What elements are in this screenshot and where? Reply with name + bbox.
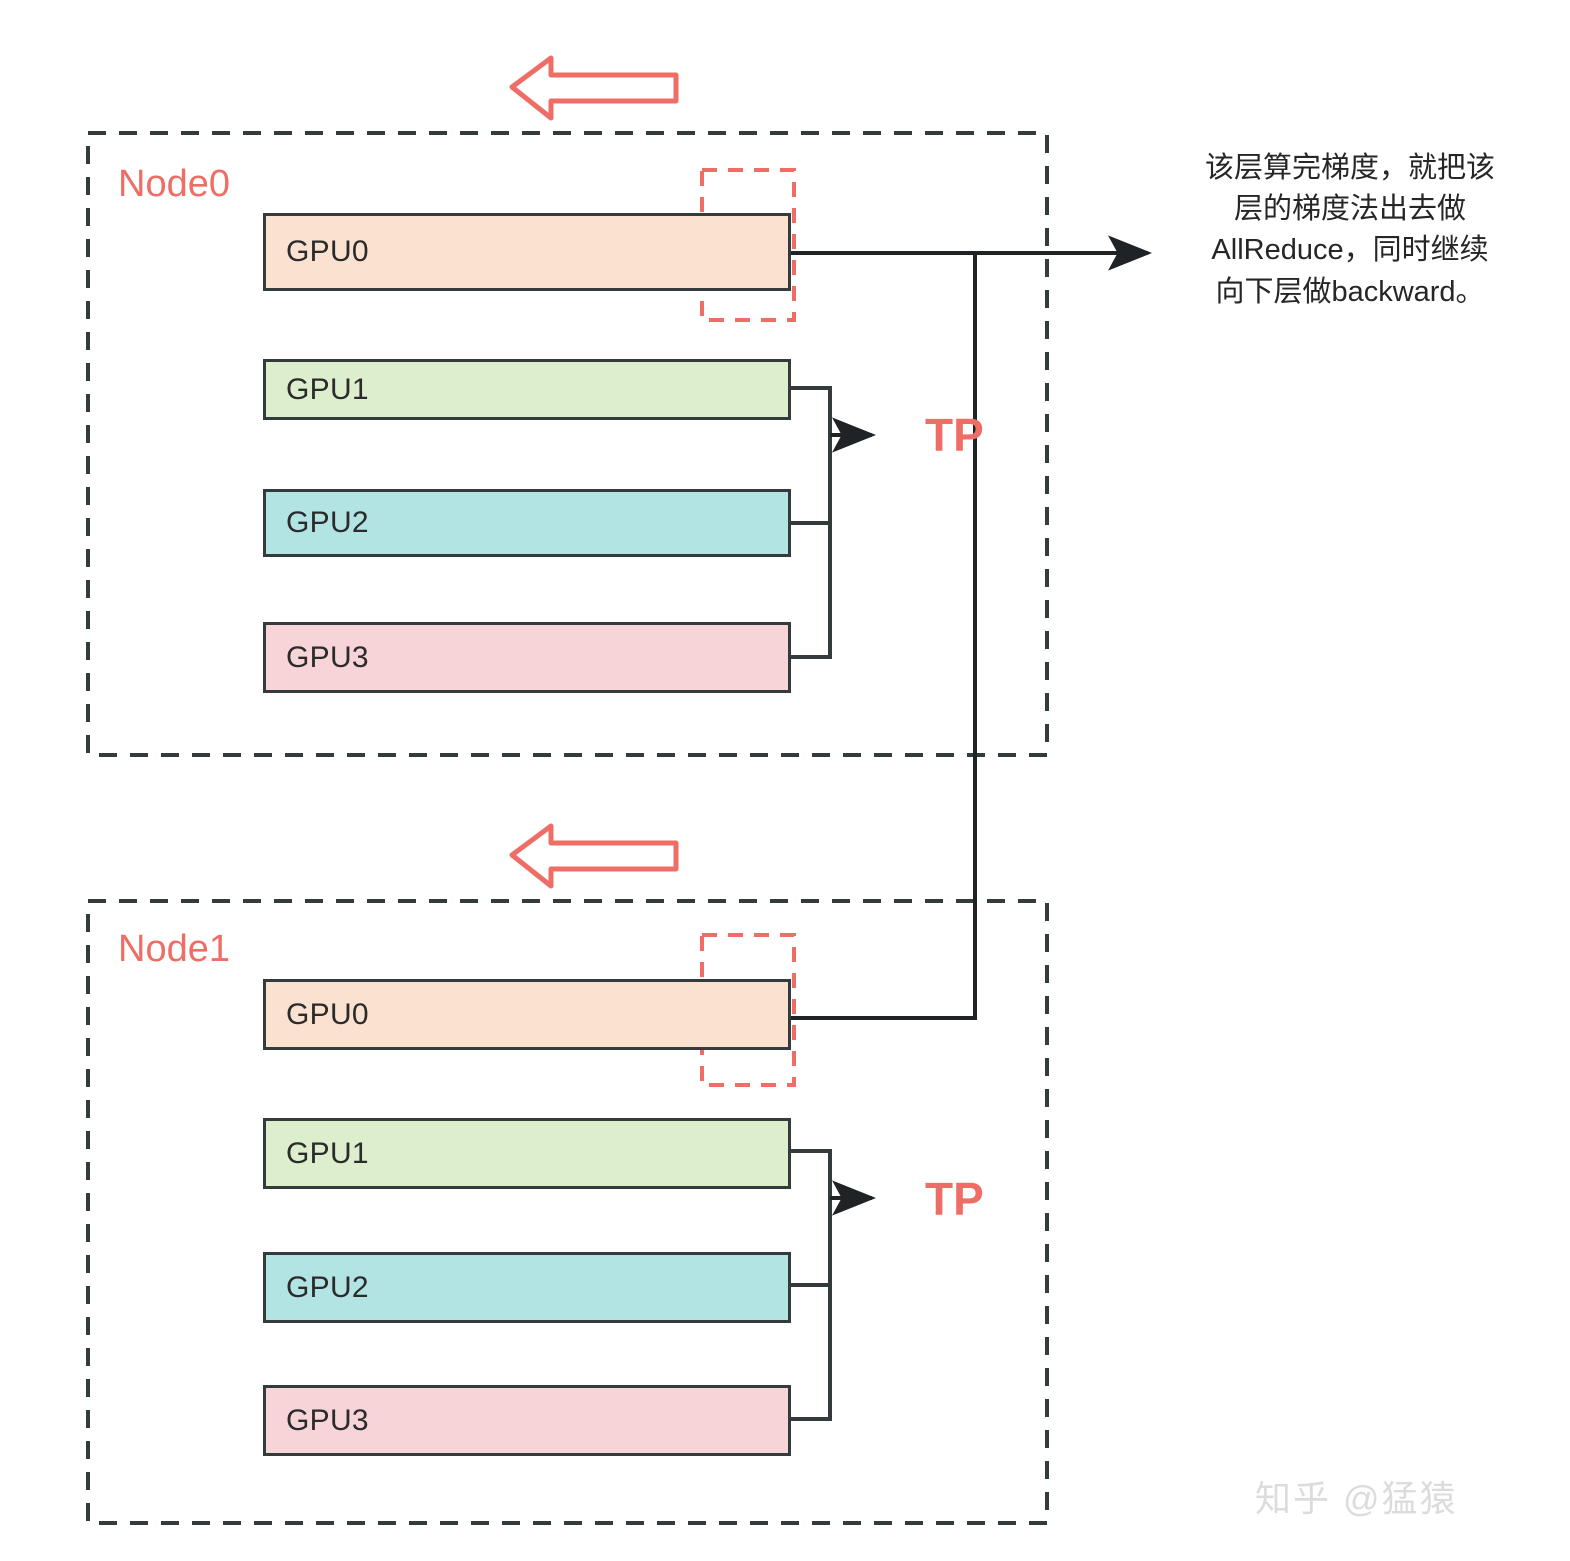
watermark: 知乎 @猛猿 [1255,1478,1458,1519]
layer-highlight-node1 [700,933,796,1087]
node1-gpu2-box[interactable]: GPU2 [263,1252,791,1323]
node0-gpu2-box[interactable]: GPU2 [263,489,791,557]
node1-label: Node1 [118,928,230,970]
node0-tp-label: TP [925,409,984,461]
backward-arrow-node0 [509,55,679,121]
layer-highlight-node0 [700,168,796,322]
node1-gpu3-box[interactable]: GPU3 [263,1385,791,1456]
node0-gpu1-label: GPU1 [286,372,369,406]
node1-gpu3-label: GPU3 [286,1403,369,1437]
node0-boundary [86,131,1049,757]
node0-label: Node0 [118,163,230,205]
node1-gpu1-label: GPU1 [286,1136,369,1170]
backward-arrow-node1 [509,823,679,889]
node1-gpu0-label: GPU0 [286,997,369,1031]
node1-gpu1-box[interactable]: GPU1 [263,1118,791,1189]
node0-gpu0-label: GPU0 [286,235,369,268]
node0-gpu3-label: GPU3 [286,640,369,674]
node1-gpu2-label: GPU2 [286,1270,369,1304]
allreduce-annotation: 该层算完梯度，就把该 层的梯度法出去做 AllReduce，同时继续 向下层做b… [1204,152,1495,308]
node1-gpu0-box[interactable]: GPU0 [263,979,791,1050]
node0-gpu0-box[interactable]: GPU0 [263,213,791,291]
node0-gpu1-box[interactable]: GPU1 [263,359,791,420]
node0-gpu3-box[interactable]: GPU3 [263,622,791,693]
node0-gpu2-label: GPU2 [286,506,369,539]
allreduce-trunk [791,253,977,1020]
node1-boundary [86,899,1049,1525]
node1-tp-label: TP [925,1173,984,1225]
